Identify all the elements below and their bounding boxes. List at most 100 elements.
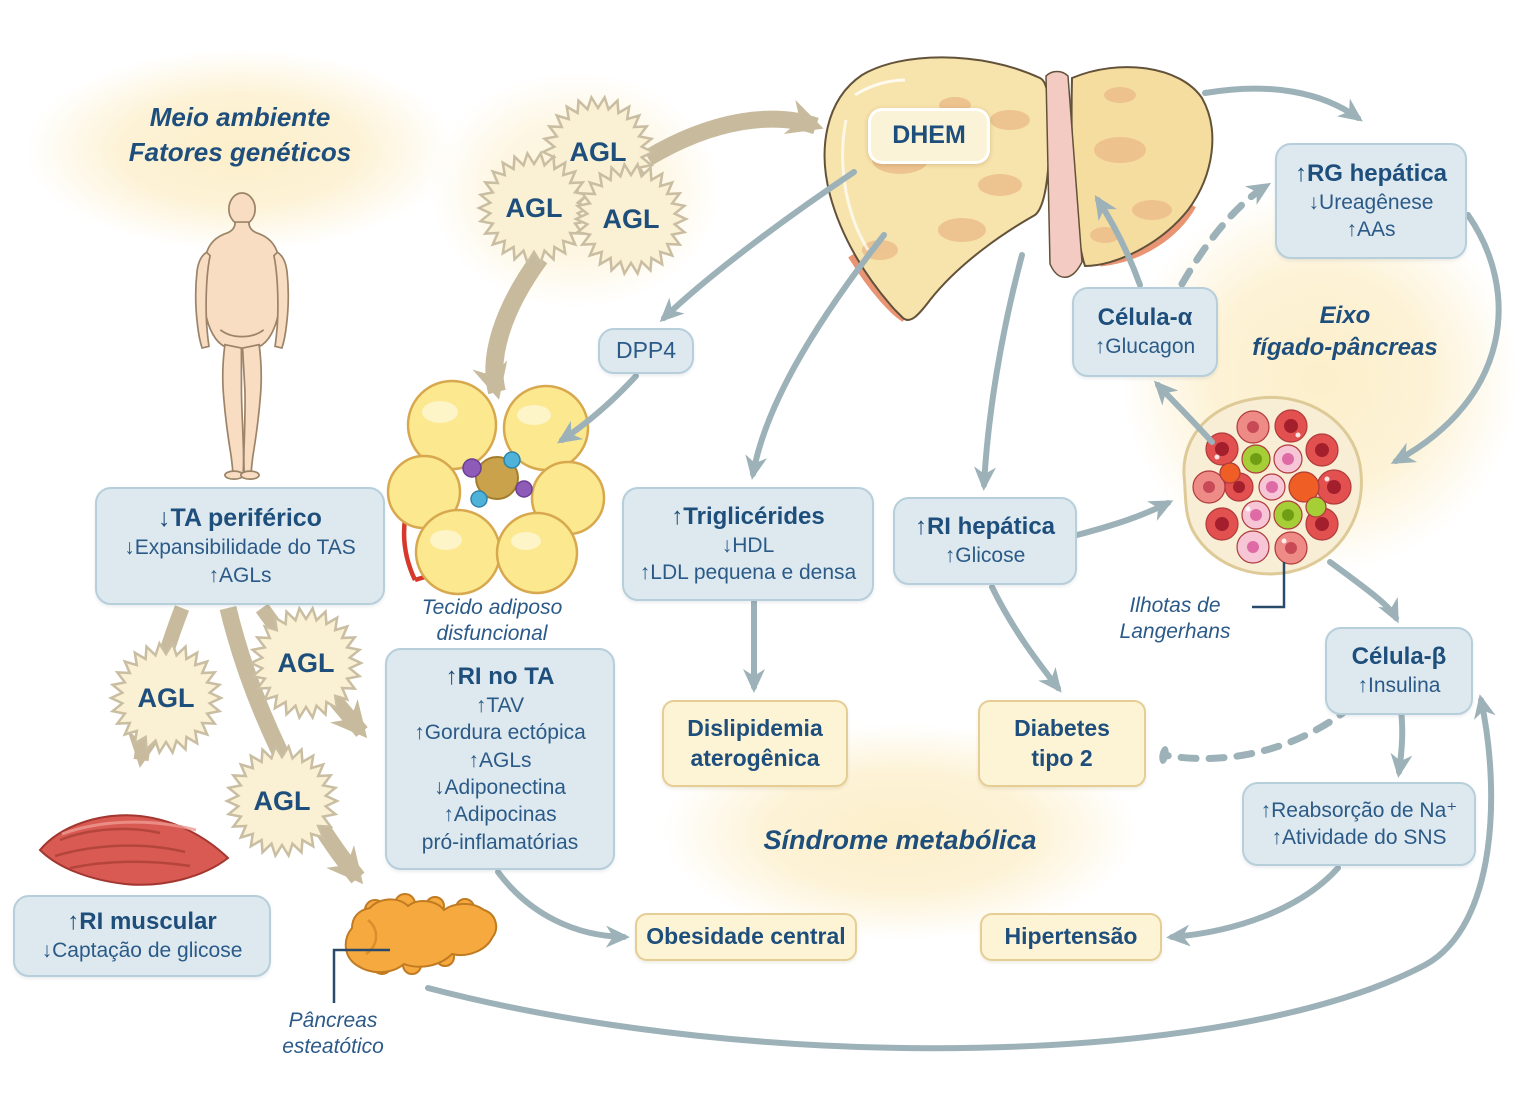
ri-hepatica-line: ↑Glicose <box>944 544 1026 568</box>
dashed-inhibit-celula-beta-to-diabetes <box>1159 702 1356 764</box>
ri-no-ta-box: ↑RI no TA ↑TAV ↑Gordura ectópica ↑AGLs ↓… <box>385 648 615 870</box>
hipertensao-title: Hipertensão <box>1004 923 1138 950</box>
pancreas-caption-line1: Pâncreas <box>288 1009 378 1032</box>
dhem-box: DHEM <box>868 108 990 164</box>
agl-burst-label: AGL <box>570 137 627 167</box>
triglicerides-box: ↑Triglicérides ↓HDL ↑LDL pequena e densa <box>622 487 874 601</box>
arrow-ri-hepatica-to-diabetes <box>989 584 1062 693</box>
islet-illustration <box>1182 395 1363 576</box>
pancreas-caption: Pâncreas esteatótico <box>243 1008 423 1061</box>
dhem-title: DHEM <box>892 121 966 150</box>
reabsorcao-line: ↑Reabsorção de Na⁺ <box>1260 798 1458 822</box>
caption-connectors <box>332 562 1286 1003</box>
ri-hepatica-box: ↑RI hepática ↑Glicose <box>893 497 1077 585</box>
adipose-caption-line1: Tecido adiposo <box>421 596 563 619</box>
ri-no-ta-line: ↑AGLs <box>468 748 532 772</box>
rg-hepatica-title: ↑RG hepática <box>1294 159 1448 187</box>
reabsorcao-line: ↑Atividade do SNS <box>1271 826 1447 849</box>
pancreas-label-connector <box>332 948 390 1003</box>
ta-periferico-title: ↓TA periférico <box>158 504 322 533</box>
arrow-ri-no-ta-to-obesidade <box>495 869 630 948</box>
pancreas-illustration <box>344 893 498 975</box>
environment-label-line2: Fatores genéticos <box>128 137 352 168</box>
arrow-liver-to-dpp4 <box>659 169 857 323</box>
arrow-islet-to-celula-alfa <box>1153 380 1215 445</box>
eixo-label-line2: fígado-pâncreas <box>1252 334 1438 362</box>
ta-periferico-line: ↓Expansibilidade do TAS <box>124 536 356 560</box>
arrow-liver-to-rg-hepatica <box>1202 85 1363 122</box>
arrow-celula-alfa-to-liver <box>1094 194 1143 288</box>
agl-burst: AGL <box>573 161 689 277</box>
agl-burst-label: AGL <box>506 193 563 223</box>
gray-arrows <box>425 85 1502 1052</box>
islet-label-connector <box>1252 562 1286 609</box>
arrow-islet-to-celula-beta <box>1327 559 1399 624</box>
ta-periferico-box: ↓TA periférico ↓Expansibilidade do TAS ↑… <box>95 487 385 605</box>
agl-burst: AGL <box>248 605 364 721</box>
rg-hepatica-line: ↓Ureagênese <box>1308 190 1434 214</box>
agl-burst-label: AGL <box>138 683 195 713</box>
sindrome-metabolica-label: Síndrome metabólica <box>763 825 1037 855</box>
celula-alfa-title: Célula-α <box>1097 304 1193 332</box>
agl-burst: AGL <box>224 743 340 859</box>
dislipidemia-box: Dislipidemia aterogênica <box>662 700 848 787</box>
arrow-pancreas-to-celula-beta <box>425 694 1496 1052</box>
ri-no-ta-line: pró-inflamatórias <box>421 830 579 854</box>
celula-beta-title: Célula-β <box>1351 643 1447 671</box>
eixo-label-line1: Eixo <box>1319 302 1371 329</box>
celula-alfa-line: ↑Glucagon <box>1094 335 1196 359</box>
ri-no-ta-title: ↑RI no TA <box>445 663 555 691</box>
triglicerides-line: ↑LDL pequena e densa <box>639 561 857 584</box>
adipose-caption-line2: disfuncional <box>436 622 548 646</box>
diabetes-line2: tipo 2 <box>1031 744 1093 771</box>
environment-label-line1: Meio ambiente <box>149 102 331 132</box>
rg-hepatica-line: ↑AAs <box>1346 218 1396 241</box>
arrow-rg-to-islet <box>1390 212 1502 464</box>
obesidade-box: Obesidade central <box>635 913 857 961</box>
islet-caption: Ilhotas de Langerhans <box>1100 593 1250 646</box>
diabetes-box: Diabetes tipo 2 <box>978 700 1146 787</box>
agl-burst: AGL <box>108 640 224 756</box>
eixo-label: Eixo fígado-pâncreas <box>1235 300 1455 365</box>
dashed-arrow-celula-alfa-to-rg <box>1178 182 1272 288</box>
agl-bursts: AGL AGL AGL AGL AGL AGL <box>108 94 689 859</box>
ri-no-ta-line: ↑Gordura ectópica <box>414 721 586 745</box>
arrow-dpp4-to-adipose <box>557 373 639 444</box>
environment-label: Meio ambiente Fatores genéticos <box>70 100 410 170</box>
ri-hepatica-title: ↑RI hepática <box>914 513 1056 541</box>
arrow-agl-to-liver <box>643 99 824 166</box>
rg-hepatica-box: ↑RG hepática ↓Ureagênese ↑AAs <box>1275 143 1467 259</box>
celula-beta-box: Célula-β ↑Insulina <box>1325 627 1473 715</box>
dpp4-box: DPP4 <box>598 328 694 374</box>
dpp4-title: DPP4 <box>615 337 677 364</box>
dislipidemia-line2: aterogênica <box>690 744 820 771</box>
celula-beta-line: ↑Insulina <box>1357 674 1441 698</box>
ri-muscular-box: ↑RI muscular ↓Captação de glicose <box>13 895 271 977</box>
hipertensao-box: Hipertensão <box>980 913 1162 961</box>
islet-caption-line1: Ilhotas de <box>1129 594 1221 617</box>
reabsorcao-box: ↑Reabsorção de Na⁺ ↑Atividade do SNS <box>1242 782 1476 866</box>
triglicerides-line: ↓HDL <box>721 533 775 557</box>
body-figure <box>194 192 290 480</box>
diabetes-line1: Diabetes <box>1014 714 1110 741</box>
triglicerides-title: ↑Triglicérides <box>671 502 825 530</box>
arrow-reabsorcao-to-hipertensao <box>1166 865 1341 947</box>
arrow-liver-to-ri-hepatica <box>974 252 1025 491</box>
arrow-agl-to-adipose <box>472 252 548 400</box>
obesidade-title: Obesidade central <box>646 923 846 950</box>
islet-caption-line2: Langerhans <box>1119 620 1231 644</box>
agl-burst-label: AGL <box>603 204 660 234</box>
agl-burst-label: AGL <box>254 786 311 816</box>
arrow-ri-hepatica-to-islet <box>1074 500 1174 538</box>
muscle-illustration <box>38 814 230 886</box>
agl-burst-label: AGL <box>278 648 335 678</box>
celula-alfa-box: Célula-α ↑Glucagon <box>1072 287 1218 377</box>
ri-no-ta-line: ↑Adipocinas <box>443 803 557 827</box>
adipose-caption: Tecido adiposo disfuncional <box>397 595 587 648</box>
agl-burst: AGL <box>476 150 592 266</box>
pancreas-caption-line2: esteatótico <box>282 1035 384 1059</box>
dislipidemia-line1: Dislipidemia <box>687 714 823 741</box>
ri-muscular-line: ↓Captação de glicose <box>41 939 243 963</box>
